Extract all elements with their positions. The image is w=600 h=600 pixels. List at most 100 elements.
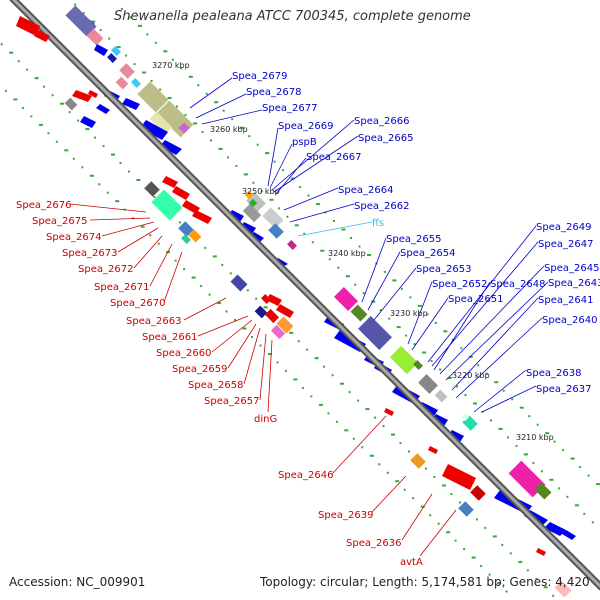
gc-dot bbox=[545, 432, 550, 435]
gene-label: Spea_2648 bbox=[490, 279, 545, 290]
gene-feature bbox=[34, 30, 50, 42]
gene-label: Spea_2657 bbox=[204, 396, 259, 407]
gc-dot bbox=[210, 139, 212, 142]
gc-dot bbox=[208, 293, 211, 296]
gene-feature bbox=[287, 240, 297, 250]
gc-dot bbox=[460, 347, 463, 350]
gc-dot bbox=[297, 340, 300, 343]
gene-feature bbox=[172, 186, 190, 200]
gene-label: Spea_2652 bbox=[432, 279, 487, 290]
gc-dot bbox=[212, 255, 217, 258]
gc-dot bbox=[201, 130, 204, 133]
genome-backbone bbox=[9, 0, 600, 591]
gc-dot bbox=[383, 270, 386, 273]
gc-dot bbox=[260, 190, 263, 193]
gc-dot bbox=[420, 505, 425, 508]
gene-label: Spea_2666 bbox=[354, 116, 409, 127]
gc-dot bbox=[0, 43, 3, 46]
gc-dot bbox=[391, 433, 395, 436]
gene-feature bbox=[137, 81, 169, 113]
gc-dot bbox=[532, 461, 535, 464]
gene-label: Spea_2658 bbox=[188, 380, 243, 391]
gc-dot bbox=[528, 415, 531, 418]
gc-dot bbox=[142, 71, 147, 74]
gene-label: dinG bbox=[254, 414, 277, 425]
gc-dot bbox=[174, 259, 177, 262]
gene-feature bbox=[144, 181, 160, 197]
gene-feature bbox=[242, 203, 262, 223]
gc-dot bbox=[468, 355, 473, 358]
forward-gene-labels: Spea_2679 Spea_2678 Spea_2677 Spea_2669 … bbox=[189, 71, 600, 413]
genome-title: Shewanella pealeana ATCC 700345, complet… bbox=[114, 9, 471, 24]
gene-feature bbox=[162, 176, 178, 188]
gc-dot bbox=[497, 582, 502, 585]
gene-feature bbox=[266, 294, 282, 306]
gc-dot bbox=[490, 419, 492, 422]
gene-label: Spea_2640 bbox=[542, 315, 597, 326]
gene-feature bbox=[119, 63, 135, 79]
gene-label: Spea_2674 bbox=[46, 232, 101, 243]
gc-dot bbox=[505, 590, 508, 593]
gc-dot bbox=[26, 68, 29, 71]
gc-dot bbox=[388, 317, 391, 320]
scale-tick-label: 3240 kbp bbox=[328, 249, 366, 258]
gc-dot bbox=[239, 126, 244, 129]
gc-dot bbox=[256, 143, 259, 146]
gc-dot bbox=[422, 351, 427, 354]
gc-dot bbox=[303, 232, 306, 235]
gene-feature bbox=[188, 229, 202, 243]
gc-dot bbox=[265, 152, 270, 155]
gene-feature bbox=[228, 210, 244, 222]
gc-dot bbox=[408, 450, 410, 453]
gc-dot bbox=[81, 166, 84, 169]
gene-feature bbox=[88, 90, 98, 98]
gc-dot bbox=[115, 200, 120, 203]
gc-dot bbox=[463, 548, 466, 551]
gene-label: Spea_2671 bbox=[94, 282, 149, 293]
gc-dot bbox=[371, 300, 376, 303]
gc-dot bbox=[188, 75, 193, 78]
gc-dot bbox=[38, 123, 43, 126]
gc-dot bbox=[354, 283, 357, 286]
gc-dot bbox=[72, 157, 75, 160]
gc-dot bbox=[74, 3, 77, 6]
gene-feature bbox=[470, 485, 486, 501]
gc-dot bbox=[77, 119, 80, 122]
reverse-strand-features bbox=[16, 16, 572, 598]
gc-dot bbox=[259, 344, 262, 347]
gc-dot bbox=[523, 453, 528, 456]
gc-content-tracks bbox=[0, 3, 600, 597]
gene-label: Spea_2641 bbox=[538, 295, 593, 306]
gc-dot bbox=[255, 297, 258, 300]
gc-dot bbox=[450, 493, 453, 495]
gc-dot bbox=[587, 474, 590, 477]
gc-dot bbox=[333, 220, 335, 222]
gc-dot bbox=[362, 292, 365, 295]
gene-label: Spea_2653 bbox=[416, 264, 471, 275]
gc-dot bbox=[417, 304, 422, 307]
gc-dot bbox=[494, 381, 499, 384]
gc-dot bbox=[443, 330, 448, 333]
gc-dot bbox=[268, 353, 272, 355]
gc-dot bbox=[473, 402, 477, 405]
gc-dot bbox=[234, 319, 236, 321]
gc-dot bbox=[358, 245, 361, 248]
gene-feature bbox=[94, 44, 108, 56]
gc-dot bbox=[341, 228, 346, 231]
gc-dot bbox=[405, 334, 408, 337]
gc-dot bbox=[386, 471, 389, 474]
gc-dot bbox=[409, 296, 412, 299]
accession-text: Accession: NC_009901 bbox=[9, 575, 146, 589]
gc-dot bbox=[163, 50, 168, 53]
gc-dot bbox=[382, 425, 385, 428]
gene-feature bbox=[434, 389, 448, 403]
gc-dot bbox=[284, 369, 287, 372]
gc-dot bbox=[395, 480, 400, 483]
gc-dot bbox=[337, 266, 340, 269]
gc-dot bbox=[17, 60, 20, 63]
gc-dot bbox=[129, 16, 132, 19]
gc-dot bbox=[379, 309, 382, 312]
gc-dot bbox=[475, 518, 478, 521]
gc-dot bbox=[136, 179, 141, 181]
gc-dot bbox=[178, 221, 181, 224]
